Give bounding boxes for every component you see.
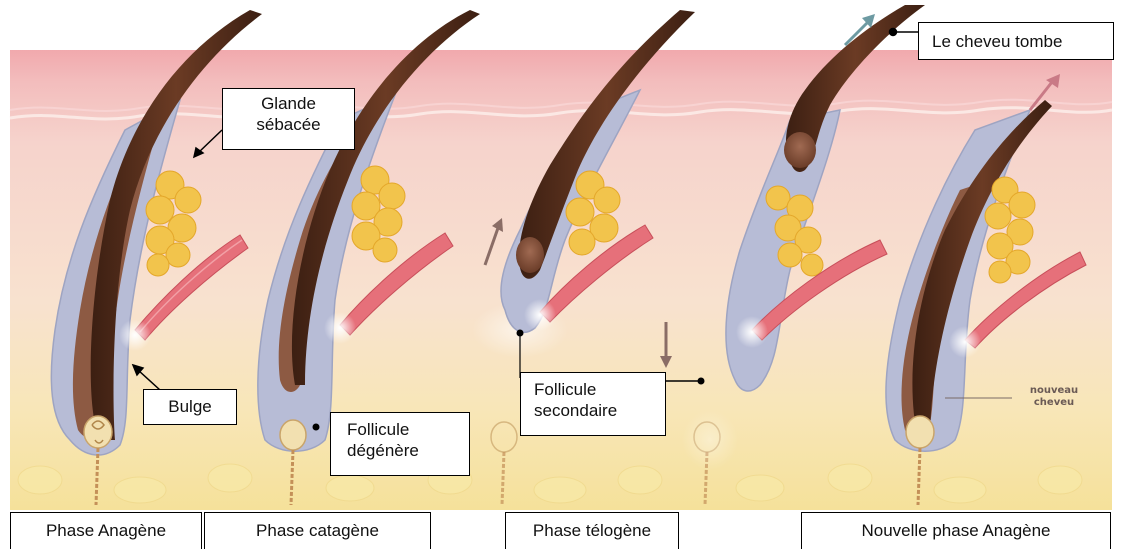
hair-falls-label: Le cheveu tombe — [918, 22, 1114, 60]
phase-catagen-label: Phase catagène — [204, 512, 431, 549]
new-hair-label: nouveau cheveu — [1014, 385, 1094, 409]
bulge-label: Bulge — [143, 389, 237, 425]
degenerated-follicle-label: Follicule dégénère — [330, 412, 470, 476]
phase-telogen-label: Phase télogène — [505, 512, 679, 549]
phase-new-anagen-label: Nouvelle phase Anagène — [801, 512, 1111, 549]
secondary-follicle-label: Follicule secondaire — [520, 372, 666, 436]
sebaceous-gland-label: Glande sébacée — [222, 88, 355, 150]
phase-anagen-label: Phase Anagène — [10, 512, 202, 549]
